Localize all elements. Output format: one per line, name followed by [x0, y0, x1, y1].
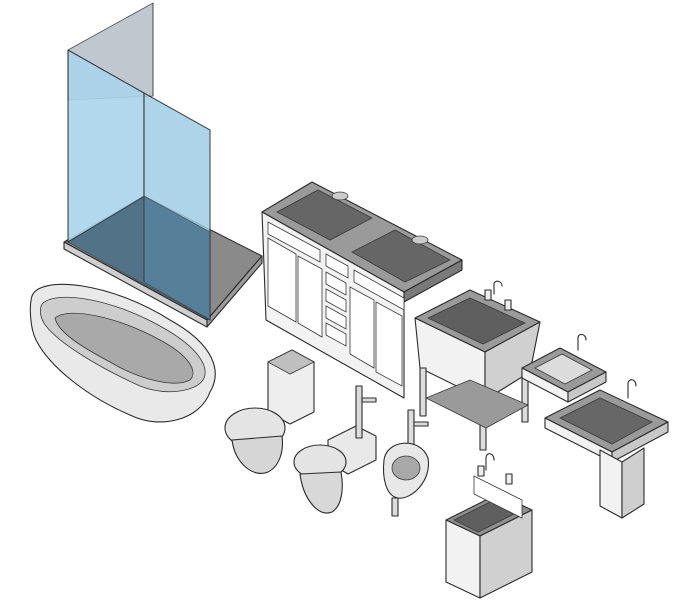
flushometer-toilet [293, 385, 377, 514]
double-sink-vanity [261, 181, 463, 399]
utility-sink [414, 280, 541, 451]
glass-shower-enclosure [63, 2, 263, 328]
wall-hung-sink [521, 333, 607, 403]
wall-urinal [382, 409, 430, 517]
mop-sink [445, 453, 533, 599]
pedestal-sink [544, 379, 669, 519]
one-piece-toilet [224, 349, 315, 474]
freestanding-bathtub [29, 283, 216, 423]
